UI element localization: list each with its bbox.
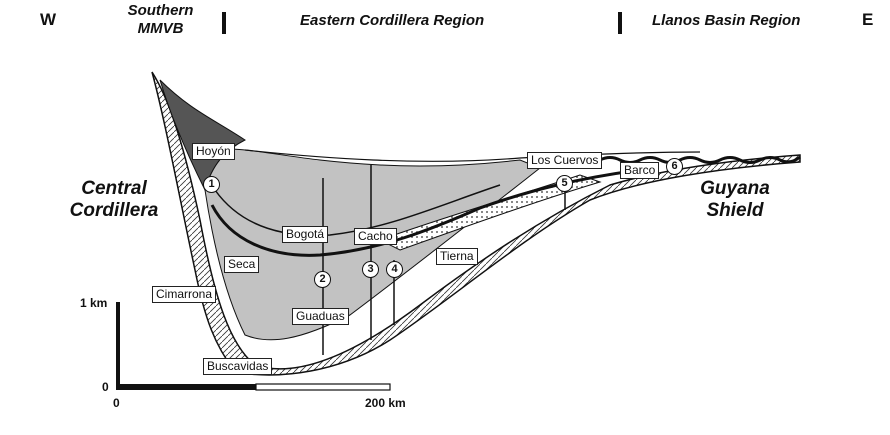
formation-seca: Seca bbox=[224, 256, 259, 273]
well-marker-3: 3 bbox=[362, 261, 379, 278]
llanos-basin-label: Llanos Basin Region bbox=[652, 12, 800, 29]
east-label: E bbox=[862, 10, 873, 30]
formation-barco: Barco bbox=[620, 162, 659, 179]
formation-cacho: Cacho bbox=[354, 228, 397, 245]
central-cordillera-label: Central Cordillera bbox=[64, 178, 164, 222]
west-label: W bbox=[40, 10, 56, 30]
formation-los-cuervos: Los Cuervos bbox=[527, 152, 602, 169]
formation-buscavidas: Buscavidas bbox=[203, 358, 272, 375]
central-cordillera-line1: Central bbox=[64, 178, 164, 200]
central-cordillera-line2: Cordillera bbox=[64, 200, 164, 222]
formation-guaduas: Guaduas bbox=[292, 308, 349, 325]
vertical-scale-zero: 0 bbox=[102, 380, 109, 394]
well-marker-6: 6 bbox=[666, 158, 683, 175]
eastern-cordillera-label: Eastern Cordillera Region bbox=[300, 12, 484, 29]
well-marker-2: 2 bbox=[314, 271, 331, 288]
horizontal-scale-bar-black bbox=[116, 384, 256, 390]
guyana-shield-line1: Guyana bbox=[690, 178, 780, 200]
well-marker-5: 5 bbox=[556, 175, 573, 192]
guyana-shield-label: Guyana Shield bbox=[690, 178, 780, 222]
region-separator-1 bbox=[222, 12, 226, 34]
formation-tierna: Tierna bbox=[436, 248, 478, 265]
guyana-shield-line2: Shield bbox=[690, 200, 780, 222]
horizontal-scale-bar-white bbox=[256, 384, 390, 390]
region-separator-2 bbox=[618, 12, 622, 34]
southern-mmvb-line2: MMVB bbox=[118, 20, 203, 38]
vertical-scale-label: 1 km bbox=[80, 296, 107, 310]
southern-mmvb-label: Southern MMVB bbox=[118, 2, 203, 38]
well-marker-4: 4 bbox=[386, 261, 403, 278]
southern-mmvb-line1: Southern bbox=[118, 2, 203, 20]
well-marker-1: 1 bbox=[203, 176, 220, 193]
horizontal-scale-zero: 0 bbox=[113, 396, 120, 410]
formation-bogota: Bogotá bbox=[282, 226, 328, 243]
formation-cimarrona: Cimarrona bbox=[152, 286, 216, 303]
horizontal-scale-label: 200 km bbox=[365, 396, 406, 410]
formation-hoyon: Hoyón bbox=[192, 143, 235, 160]
